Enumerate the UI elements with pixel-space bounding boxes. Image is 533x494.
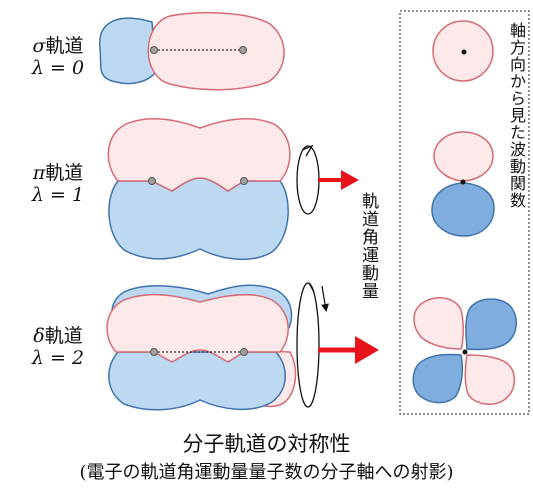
pi-nucleus-right: [240, 177, 248, 185]
sigma-nucleus-left: [150, 46, 158, 54]
pi-lambda: λ = 1: [31, 184, 85, 206]
delta-orbital: [106, 282, 379, 411]
sigma-symbol: σ: [32, 35, 46, 57]
axis-delta-nucleus: [462, 349, 468, 355]
sigma-small-lobe: [99, 17, 157, 85]
delta-nucleus-right: [240, 348, 248, 356]
pi-title: π軌道: [18, 162, 98, 184]
axis-view-box: [399, 10, 530, 415]
sigma-label: σ軌道 λ = 0: [18, 35, 98, 79]
delta-symbol: δ: [33, 325, 45, 347]
delta-lambda: λ = 2: [31, 347, 85, 369]
pi-momentum-arrow-head: [341, 170, 359, 190]
delta-label: δ軌道 λ = 2: [18, 325, 98, 369]
sigma-title: σ軌道: [18, 35, 98, 57]
pi-orbital: [107, 118, 359, 261]
pi-rotation-ellipse: [296, 145, 320, 215]
sigma-lambda: λ = 0: [31, 57, 85, 79]
sigma-nucleus-right: [239, 46, 247, 54]
axis-pi-lower-lobe: [431, 182, 495, 237]
angular-momentum-label: 軌道角運動量: [358, 192, 378, 300]
delta-rotation-arrow: [321, 285, 329, 312]
axis-view-sigma: [432, 20, 494, 82]
pi-lower-lobe: [108, 177, 289, 261]
axis-delta-bottom-left: [412, 353, 464, 404]
axis-delta-top-left: [413, 297, 464, 350]
axis-delta-top-right: [465, 298, 517, 351]
pi-symbol: π: [32, 162, 46, 184]
delta-momentum-arrow-head: [355, 336, 379, 364]
axis-view-delta: [412, 297, 517, 406]
delta-rotation-ellipse: [296, 282, 320, 408]
caption-subtitle: (電子の軌道角運動量量子数の分子軸への射影): [79, 462, 454, 483]
caption-title: 分子軌道の対称性: [182, 432, 351, 456]
axis-pi-upper-lobe: [433, 131, 494, 182]
delta-front-blue-bottom: [108, 351, 286, 411]
delta-name: 軌道: [44, 325, 83, 347]
axis-pi-nucleus: [460, 179, 466, 185]
pi-rotation-arrow-tip: [301, 144, 314, 157]
delta-nucleus-left: [150, 348, 158, 356]
axis-view-pi: [431, 131, 495, 237]
pi-label: π軌道 λ = 1: [18, 162, 98, 206]
delta-rotation-arrow-tip: [308, 282, 315, 293]
pi-upper-lobe: [107, 118, 291, 192]
axis-view-label: 軸方向から見た波動関数: [507, 22, 526, 209]
pi-name: 軌道: [45, 162, 84, 184]
sigma-large-lobe: [147, 11, 285, 91]
axis-sigma-nucleus: [461, 49, 467, 55]
delta-title: δ軌道: [18, 325, 98, 347]
delta-front-pink-top: [106, 293, 289, 363]
sigma-name: 軌道: [45, 35, 84, 57]
sigma-orbital: [99, 11, 285, 91]
pi-nucleus-left: [148, 177, 156, 185]
axis-delta-bottom-right: [464, 354, 516, 406]
